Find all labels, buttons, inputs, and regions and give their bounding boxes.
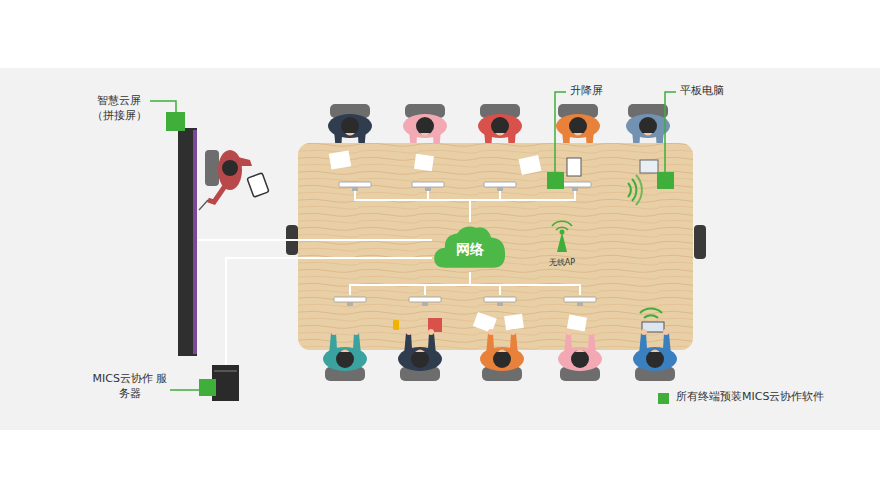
callout-label: 无线AP [549,258,575,269]
node-text: 网络 [456,241,484,259]
callout-label: MICS云协作 服务器 [92,372,168,402]
cloud-outline [434,227,505,268]
cloud-node: 网络 [432,223,508,271]
callout-label: 平板电脑 [680,84,724,99]
callout-label: 智慧云屏 （拼接屏） [88,94,150,124]
callout-label: 升降屏 [570,84,603,99]
legend-swatch [658,393,669,404]
legend-text: 所有终端预装MICS云协作软件 [676,390,824,405]
